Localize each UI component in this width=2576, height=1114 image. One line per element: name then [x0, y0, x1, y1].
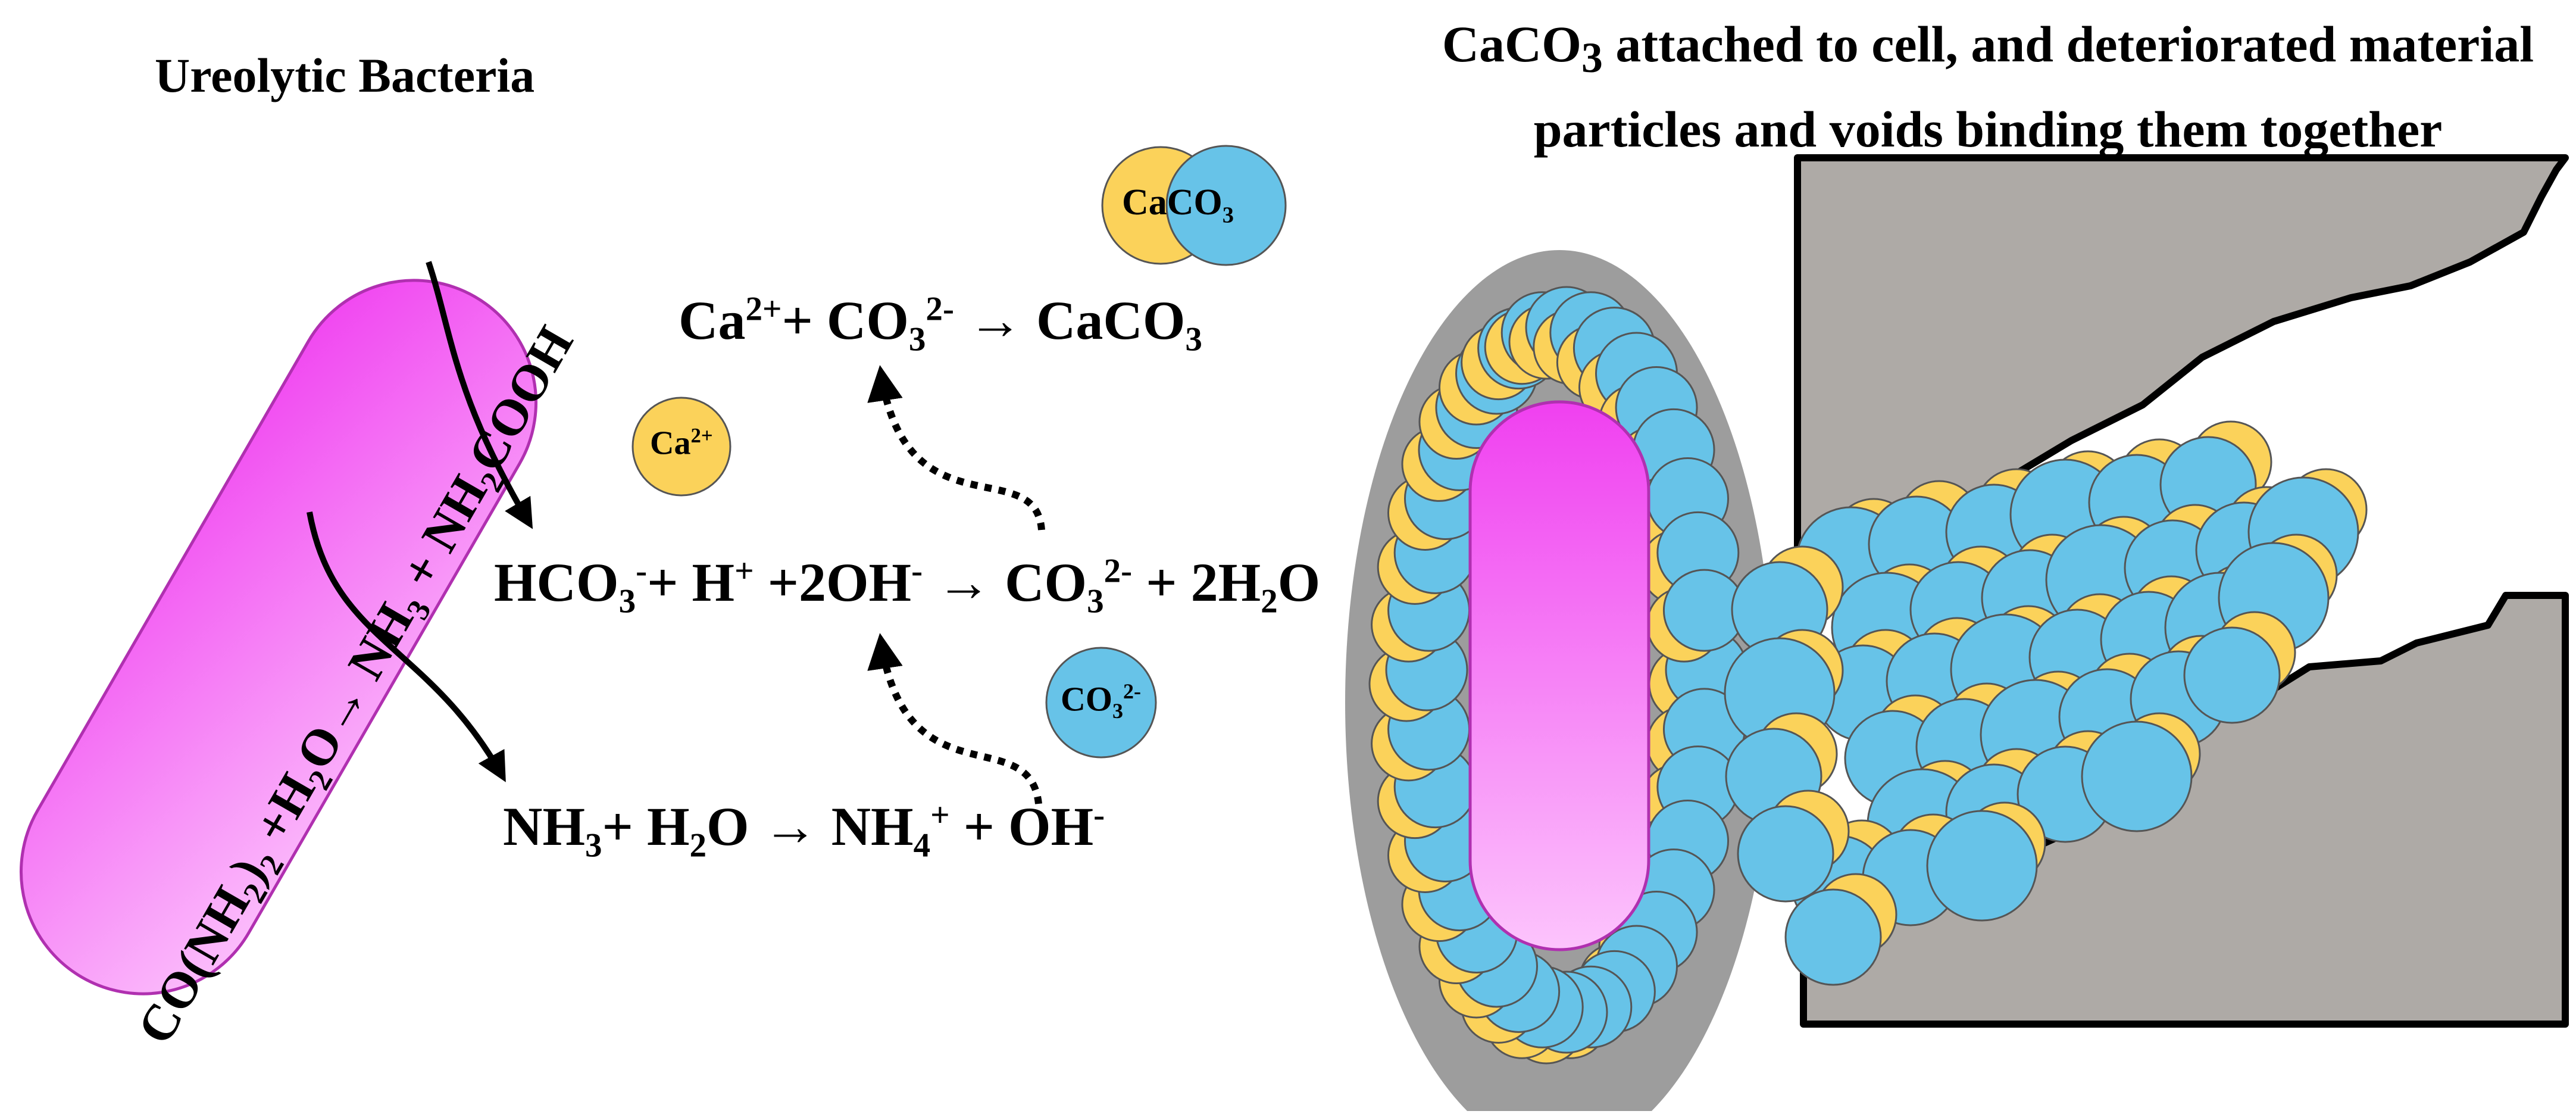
bicarb-eq-part: +2OH	[754, 552, 912, 613]
bicarb-eq-sup: +	[734, 552, 754, 590]
bicarb-eq-sup: -	[911, 552, 923, 590]
ammonia-eq-part: + H	[602, 796, 690, 857]
calcium-label-text: Ca	[650, 425, 691, 462]
precip-eq-sup: 2-	[926, 290, 954, 328]
bicarb-eq-sup: -	[636, 552, 648, 590]
precip-eq-part: Ca	[679, 290, 746, 351]
precip-eq-part: + CO	[781, 290, 909, 351]
title-right-sub: 3	[1581, 34, 1603, 82]
bicarb-eq-sub: 3	[1087, 582, 1104, 620]
carbonate-label-text: CO	[1061, 679, 1112, 719]
dotted-arrow-to-precipitation	[867, 365, 1045, 531]
ammonia-equation: NH3+ H2O → NH4+ + OH-	[503, 795, 1105, 865]
carbonate-particle	[1784, 888, 1882, 986]
dotted-arrow-hydroxide	[867, 633, 1042, 804]
bicarb-eq-part: + 2H	[1132, 552, 1261, 613]
arrow-to-bicarbonate	[426, 261, 533, 529]
carbonate-label-sup: 2-	[1123, 679, 1141, 703]
bicarbonate-equation: HCO3-+ H+ +2OH- → CO32- + 2H2O	[494, 551, 1320, 620]
carbonate-particle	[2081, 720, 2193, 832]
bicarb-eq-part: HCO	[494, 552, 619, 613]
bicarb-eq-part: → CO	[923, 552, 1087, 613]
encased-bacterium	[1468, 400, 1650, 951]
ammonia-eq-part: + OH	[949, 796, 1094, 857]
bicarb-eq-part: O	[1277, 552, 1321, 613]
precip-eq-sub: 3	[1185, 320, 1202, 358]
ammonia-eq-sup: -	[1093, 796, 1105, 834]
ammonia-eq-sub: 2	[689, 826, 707, 865]
bicarb-eq-sub: 2	[1261, 582, 1278, 620]
carbonate-particle	[1926, 810, 2038, 922]
ammonia-eq-sup: +	[930, 796, 950, 834]
bicarb-eq-sup: 2-	[1103, 552, 1133, 590]
ammonia-eq-sub: 3	[585, 826, 602, 865]
title-ureolytic-bacteria: Ureolytic Bacteria	[155, 48, 535, 102]
calcium-label-sup: 2+	[690, 424, 713, 447]
precip-eq-sub: 3	[908, 320, 926, 358]
bicarb-eq-part: + H	[647, 552, 735, 613]
particle-cluster	[1368, 286, 2368, 1065]
calcium-ion	[632, 397, 731, 497]
bicarb-eq-sub: 3	[618, 582, 636, 620]
ammonia-eq-part: O → NH	[706, 796, 914, 857]
title-right-text-2: attached to cell, and deteriorated mater…	[1533, 15, 2534, 158]
calcium-ion-label: Ca2+	[650, 424, 713, 463]
ammonia-eq-part: NH	[503, 796, 585, 857]
carbonate-particle	[2183, 626, 2281, 724]
ammonia-eq-sub: 4	[913, 826, 931, 865]
carbonate-ion	[1045, 647, 1157, 759]
caco3-particle	[1101, 145, 1287, 266]
carbonate-particle	[1737, 805, 1834, 903]
carbonate-label-sub: 3	[1112, 698, 1123, 723]
ureolytic-bacterium	[20, 279, 537, 996]
arrow-to-ammonia	[307, 511, 506, 782]
carbonate-ion-label: CO32-	[1061, 679, 1141, 723]
title-right: CaCO3 attached to cell, and deteriorated…	[1405, 8, 2571, 165]
precip-eq-part: → CaCO	[954, 290, 1186, 351]
caco3-label-sub: 3	[1222, 202, 1234, 228]
precip-eq-sup: 2+	[745, 290, 782, 328]
precipitation-equation: Ca2++ CO32- → CaCO3	[679, 289, 1202, 358]
caco3-particle-label: CaCO3	[1122, 182, 1234, 228]
title-right-text-1: CaCO	[1442, 15, 1581, 73]
caco3-label-text: CaCO	[1122, 182, 1223, 223]
